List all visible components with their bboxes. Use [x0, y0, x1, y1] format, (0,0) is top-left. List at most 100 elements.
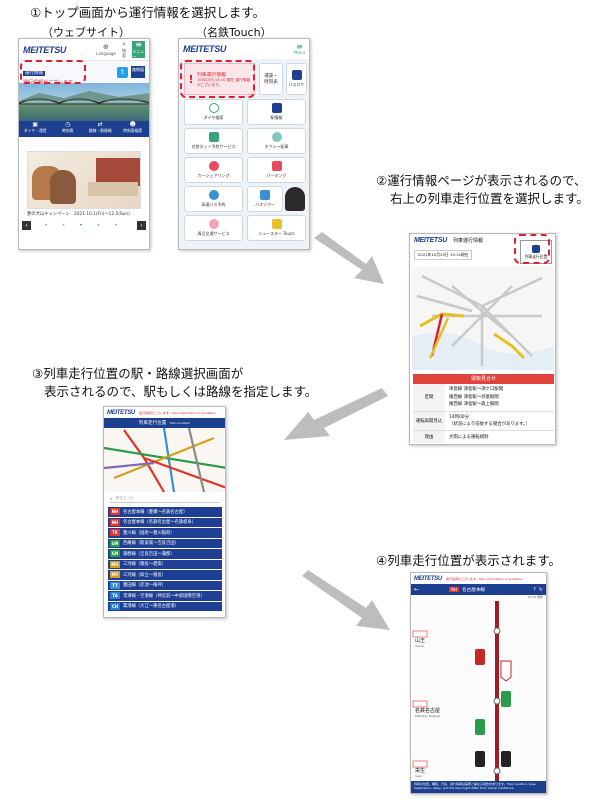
- highlight-web-notice: [20, 60, 86, 84]
- highlight-app-notice: [180, 60, 255, 98]
- info-row-resume: 運転再開見込 14時00分 （状況により前後する場合があります。）: [413, 411, 554, 431]
- train-info-screen: MEITETSU 列車運行情報 2021年10月25日 15:10現在 列車走行…: [409, 233, 556, 445]
- train-icon: ▣: [32, 121, 39, 128]
- step4-caption: ④列車走行位置が表示されます。: [376, 553, 561, 568]
- campaign-banner[interactable]: [27, 151, 141, 209]
- route-map-button[interactable]: 路線図: [131, 66, 145, 78]
- line-name-label: 常滑線・空港線（神宮前〜中部国際空港）: [123, 593, 205, 599]
- chevron-left-icon[interactable]: ‹: [22, 220, 31, 230]
- info-row-reason: 理由 大雨による運転規制: [413, 430, 554, 443]
- train-position-screen: MEITETSU 運行情報がございます。Train information is…: [410, 572, 547, 794]
- nav-search[interactable]: ☻時刻表検索: [117, 121, 150, 137]
- help-icon[interactable]: ?: [533, 586, 536, 593]
- app-header: MEITETSU ≡ Menu: [179, 39, 309, 59]
- tile-dia-search[interactable]: ダイヤ検索: [184, 99, 243, 125]
- highway-bus-icon: [208, 190, 219, 200]
- select-title-bar: 列車走行位置 Train Location: [104, 418, 225, 428]
- station-search-field[interactable]: ⌕ 駅名を入力: [110, 495, 220, 503]
- route-icon: ⇄: [97, 121, 103, 128]
- pin-icon: [208, 219, 219, 229]
- select-header: MEITETSU 運行情報がございます。Train information is…: [104, 407, 225, 418]
- carousel-controls: ‹ • • • • • ›: [19, 219, 149, 231]
- ticket-icon: [208, 132, 219, 142]
- line-code-badge: TT: [110, 581, 120, 589]
- search-icon: ⌕: [122, 40, 126, 48]
- line-code-badge: MU: [110, 560, 120, 568]
- line-name-label: 築港線（大江〜東名古屋港）: [123, 604, 179, 610]
- pos-header: MEITETSU 運行情報がございます。Train information is…: [411, 573, 546, 584]
- nav-fare[interactable]: ▣ダイヤ・運賃: [19, 121, 52, 137]
- suspension-title: 運転見合せ: [413, 374, 554, 384]
- meitetsu-logo-app: MEITETSU: [183, 44, 227, 54]
- pos-notice: 運行情報がございます。Train information is availabl…: [445, 576, 523, 581]
- nav-timetable[interactable]: ◷時刻表: [52, 121, 85, 137]
- app-menu-button[interactable]: ≡ Menu: [294, 42, 305, 56]
- app-screen: MEITETSU ≡ Menu ! 列車運行情報 10月25日 15:10 現在…: [178, 38, 310, 250]
- position-diagram: [411, 601, 546, 781]
- meitetsu-logo: MEITETSU: [23, 44, 67, 55]
- line-code-badge: GN: [110, 539, 120, 547]
- tile-fare[interactable]: 運賃・時刻表: [259, 63, 283, 95]
- tile-mustar-touch[interactable]: ミュースター Touch: [247, 215, 306, 241]
- nav-route[interactable]: ⇄路線・駅情報: [84, 121, 117, 137]
- tile-regional-transport[interactable]: 周辺交通サービス: [184, 215, 243, 241]
- pos-footer-note: 列車の位置、種別、行先、遅れ情報は実際と異なる場合があります。Train loc…: [411, 781, 546, 793]
- card-icon: [271, 219, 282, 229]
- menu-button[interactable]: ≡ メニュー: [132, 39, 145, 59]
- tile-parking[interactable]: パーキング: [247, 157, 306, 183]
- line-name-label: 三河線（知立〜猿投）: [123, 572, 166, 578]
- info-row-section: 区間 津島線 津島駅〜須ケ口駅間 尾西線 津島駅〜弥富駅間 尾西線 津島駅〜森上…: [413, 384, 554, 412]
- globe-icon: ⊕: [103, 42, 109, 51]
- line-name-label: 名古屋本線（豊橋〜名鉄名古屋）: [123, 509, 188, 515]
- exclamation-icon: !: [188, 72, 194, 86]
- line-code-badge: NH: [110, 518, 120, 526]
- line-select-screen: MEITETSU 運行情報がございます。Train information is…: [103, 406, 226, 618]
- line-code-badge: NH: [449, 587, 460, 592]
- tile-car-sharing[interactable]: カーシェアリング: [184, 157, 243, 183]
- banner-caption: 夢の犬山キャンペーン 2021.10.1(Fri)〜12.5(Sun): [27, 212, 130, 217]
- hamburger-icon: ≡: [296, 42, 303, 51]
- back-arrow-icon[interactable]: ←: [414, 586, 420, 593]
- chevron-right-icon[interactable]: ›: [136, 220, 146, 230]
- line-code-badge: TA: [110, 592, 120, 600]
- line-name-label: 豊田線（赤池〜梅坪）: [123, 583, 166, 589]
- refresh-icon[interactable]: ↻: [538, 586, 543, 593]
- notice-title: 列車運行情報: [197, 73, 226, 78]
- tile-station-info[interactable]: 駅情報: [247, 99, 306, 125]
- line-code-badge: NH: [110, 508, 120, 516]
- clock-icon: ◷: [65, 121, 71, 128]
- step1-caption: ①トップ画面から運行情報を選択します。: [30, 5, 265, 20]
- hamburger-icon: ≡: [135, 39, 142, 49]
- highlight-train-position: [514, 234, 550, 264]
- station-icon: [271, 103, 282, 113]
- person-photo-2: [50, 170, 76, 204]
- arrow-3: [302, 570, 390, 630]
- step3-caption-b: 表示されるので、駅もしくは路線を指定します。: [44, 384, 318, 399]
- language-button[interactable]: ⊕ Language: [96, 42, 116, 56]
- castle-photo: [96, 158, 140, 186]
- tile-highway-bus[interactable]: 高速バス予約: [184, 186, 243, 212]
- tile-bus-tour[interactable]: バスツアー: [247, 186, 283, 212]
- tile-bus-location[interactable]: バスロケ: [286, 63, 307, 95]
- tile-net-reservation[interactable]: 名鉄ネット予約サービス: [184, 128, 243, 154]
- select-notice: 運行情報がございます。Train information is availabl…: [138, 410, 216, 415]
- line-name-label: 豊川線（国府〜豊川稲荷）: [123, 530, 175, 536]
- app-notice-card[interactable]: ! 列車運行情報 10月25日 15:10 現在 運行情報がございます。: [184, 63, 255, 95]
- twitter-icon[interactable]: t: [117, 66, 128, 78]
- tile-taxi[interactable]: タクシー配車: [247, 128, 306, 154]
- search-button[interactable]: ⌕ 検索: [122, 40, 127, 59]
- line-code-badge: CH: [110, 602, 120, 610]
